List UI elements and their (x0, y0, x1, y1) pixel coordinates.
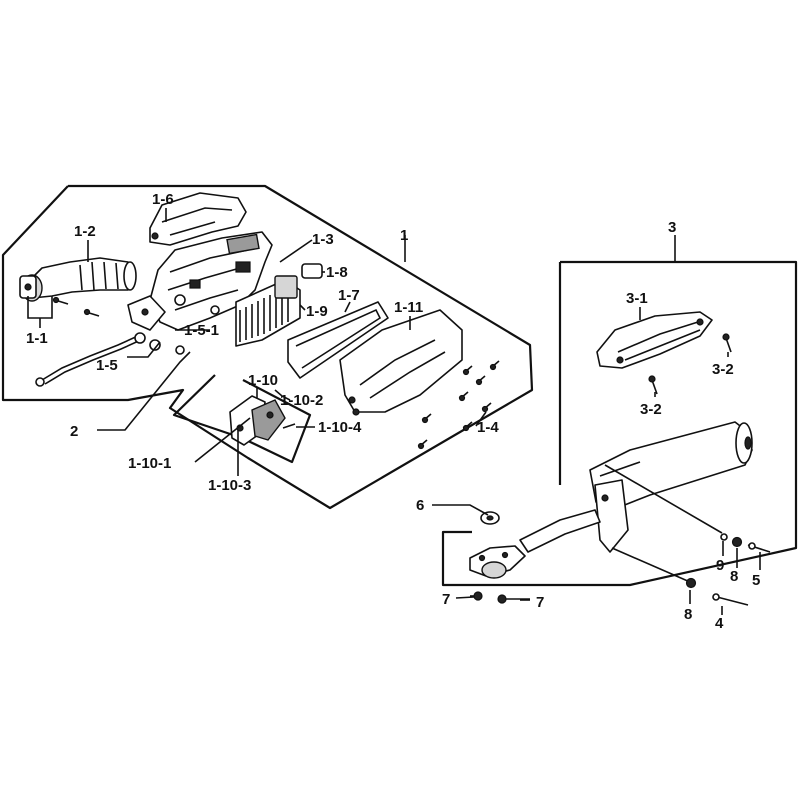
label-1-10: 1-10 (248, 372, 278, 389)
filter-element (235, 275, 301, 347)
exhaust-pipe (469, 509, 601, 579)
label-1-11: 1-11 (394, 299, 423, 316)
label-7-right: 7 (536, 594, 544, 611)
air-cleaner-group-outline (1, 184, 534, 510)
label-1-5-1: 1-5-1 (184, 322, 219, 339)
air-cleaner-top-cover (149, 192, 247, 246)
muffler-mount-hardware (604, 464, 771, 606)
label-1-10-3: 1-10-3 (208, 477, 251, 494)
label-1-8: 1-8 (326, 264, 348, 281)
label-4: 4 (715, 615, 724, 632)
label-1-1: 1-1 (26, 330, 48, 347)
label-1-4: 1-4 (477, 419, 499, 436)
label-5: 5 (752, 572, 760, 589)
label-3-1: 3-1 (626, 290, 648, 307)
label-1-5: 1-5 (96, 357, 118, 374)
label-1-10-2: 1-10-2 (280, 392, 323, 409)
label-1: 1 (400, 227, 408, 244)
label-6: 6 (416, 497, 424, 514)
label-1-10-1: 1-10-1 (128, 455, 171, 472)
drain-hose (35, 332, 185, 387)
label-3-2-right: 3-2 (712, 361, 734, 378)
cover-gasket (287, 301, 389, 379)
label-1-3: 1-3 (312, 231, 334, 248)
label-9: 9 (716, 557, 724, 574)
intake-duct (21, 257, 137, 302)
label-1-10-4: 1-10-4 (318, 419, 362, 436)
label-1-7: 1-7 (338, 287, 360, 304)
exhaust-gasket (480, 511, 500, 525)
duct-bracket (127, 295, 166, 331)
muffler-body (589, 421, 753, 553)
group1-leaders (27, 208, 487, 476)
cover-screws (417, 360, 500, 450)
label-7-left: 7 (442, 591, 450, 608)
label-8-upper: 8 (730, 568, 738, 585)
muffler-heat-shield (596, 311, 713, 369)
label-8-lower: 8 (684, 606, 692, 623)
air-cleaner-cover (339, 309, 463, 416)
exhaust-nuts (470, 591, 530, 604)
air-cleaner-case (149, 231, 273, 331)
label-3: 3 (668, 219, 676, 236)
label-1-9: 1-9 (306, 303, 328, 320)
heat-shield-screws (648, 333, 732, 395)
part-labels: 1 1-1 1-2 1-3 1-4 1-5 1-5-1 1-6 1-7 1-8 … (26, 191, 760, 632)
label-1-2: 1-2 (74, 223, 96, 240)
label-3-2-lower: 3-2 (640, 401, 662, 418)
label-2: 2 (70, 423, 78, 440)
duct-bolts (52, 296, 100, 317)
seal (301, 263, 323, 279)
hose-clamp (19, 275, 37, 299)
group3-leaders (432, 235, 761, 615)
muffler-group-outline (441, 260, 798, 587)
label-1-6: 1-6 (152, 191, 174, 208)
